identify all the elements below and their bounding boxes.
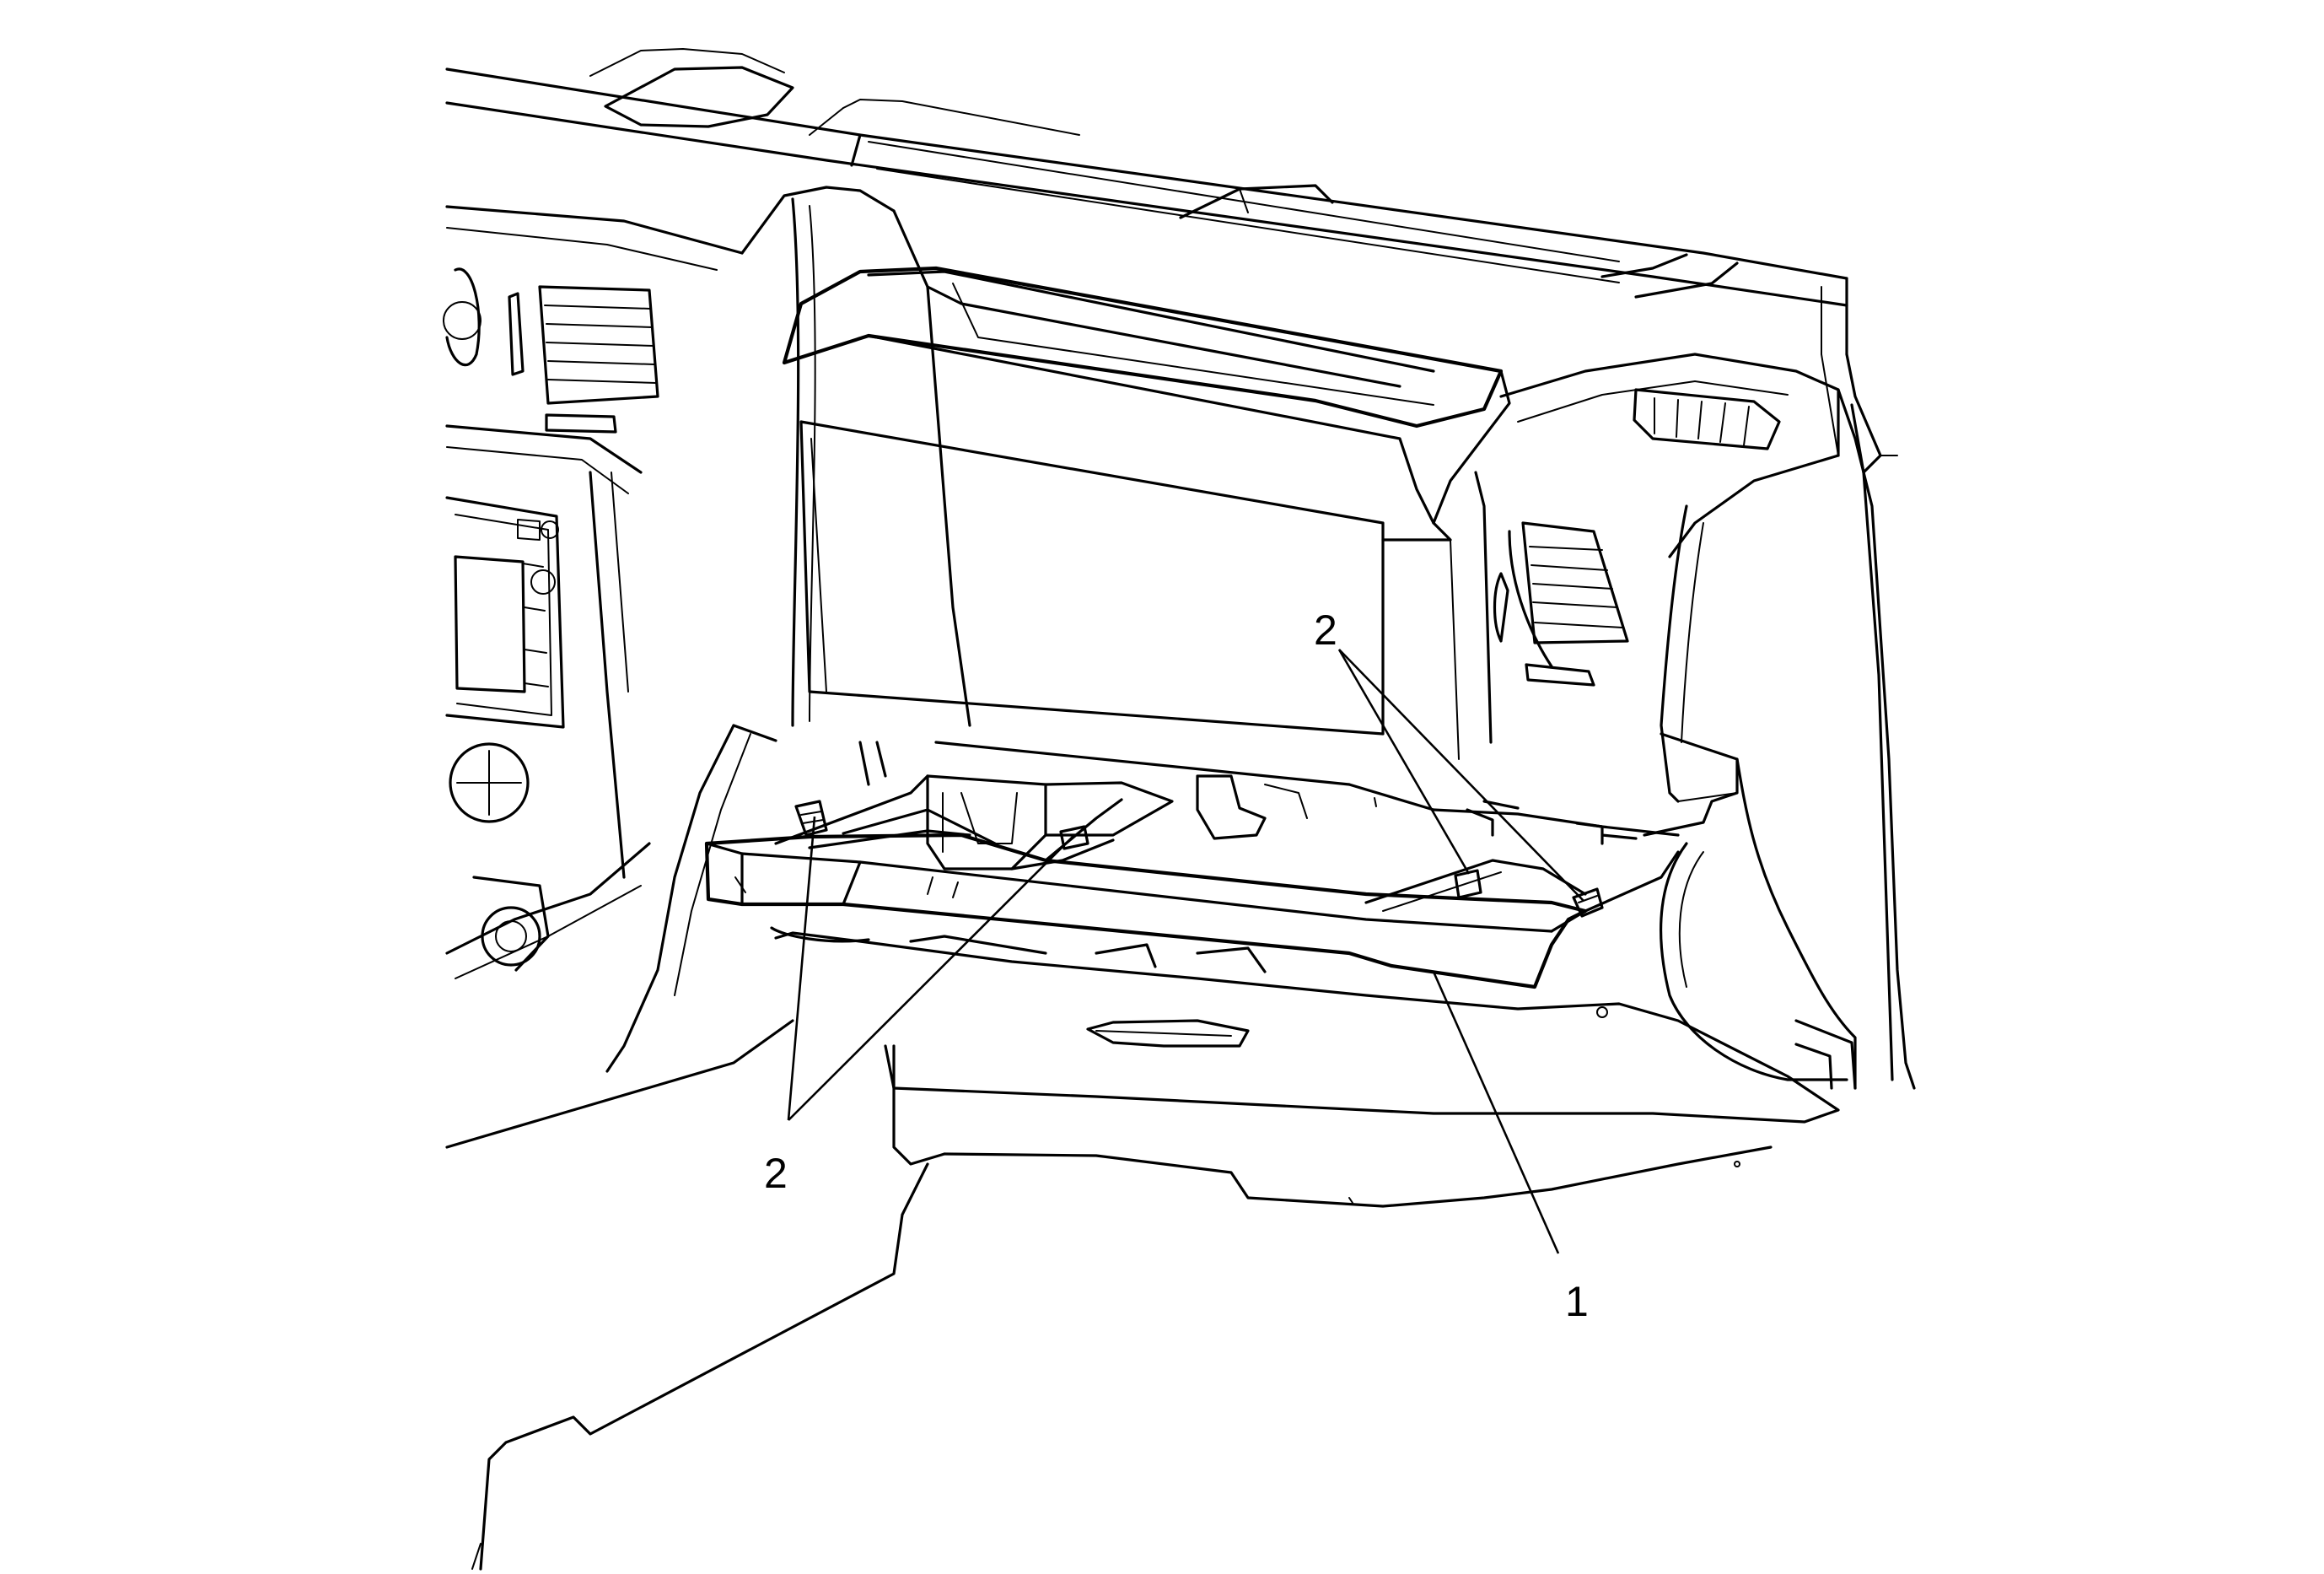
hinge-clip-right-outer	[1572, 887, 1604, 918]
centre-air-vent	[443, 267, 659, 434]
right-side-dash	[1493, 353, 1840, 837]
hinge-clip-left-outer	[794, 800, 828, 837]
floor-console	[445, 1019, 929, 1571]
glove-box-door	[704, 774, 1680, 989]
callout-label-glove-box-door: 1	[1565, 1278, 1589, 1325]
leader-lines	[787, 649, 1584, 1254]
glovebox-cavity	[605, 724, 1680, 1073]
right-end-cap	[1596, 353, 1916, 1167]
hvac-control-knobs	[449, 742, 550, 972]
hinge-clip-left-inner	[1059, 825, 1089, 850]
upper-storage-compartment	[782, 266, 1511, 760]
lower-glovebox-bin	[770, 926, 1840, 1208]
upper-dash-trim	[445, 67, 1848, 356]
callout-label-hinge-clips-left: 2	[764, 1150, 788, 1197]
callout-label-hinge-clips-right: 2	[1314, 606, 1337, 654]
speaker-grille	[589, 48, 794, 128]
hinge-clip-right-inner	[1454, 869, 1482, 899]
radio-head-unit	[445, 496, 565, 729]
